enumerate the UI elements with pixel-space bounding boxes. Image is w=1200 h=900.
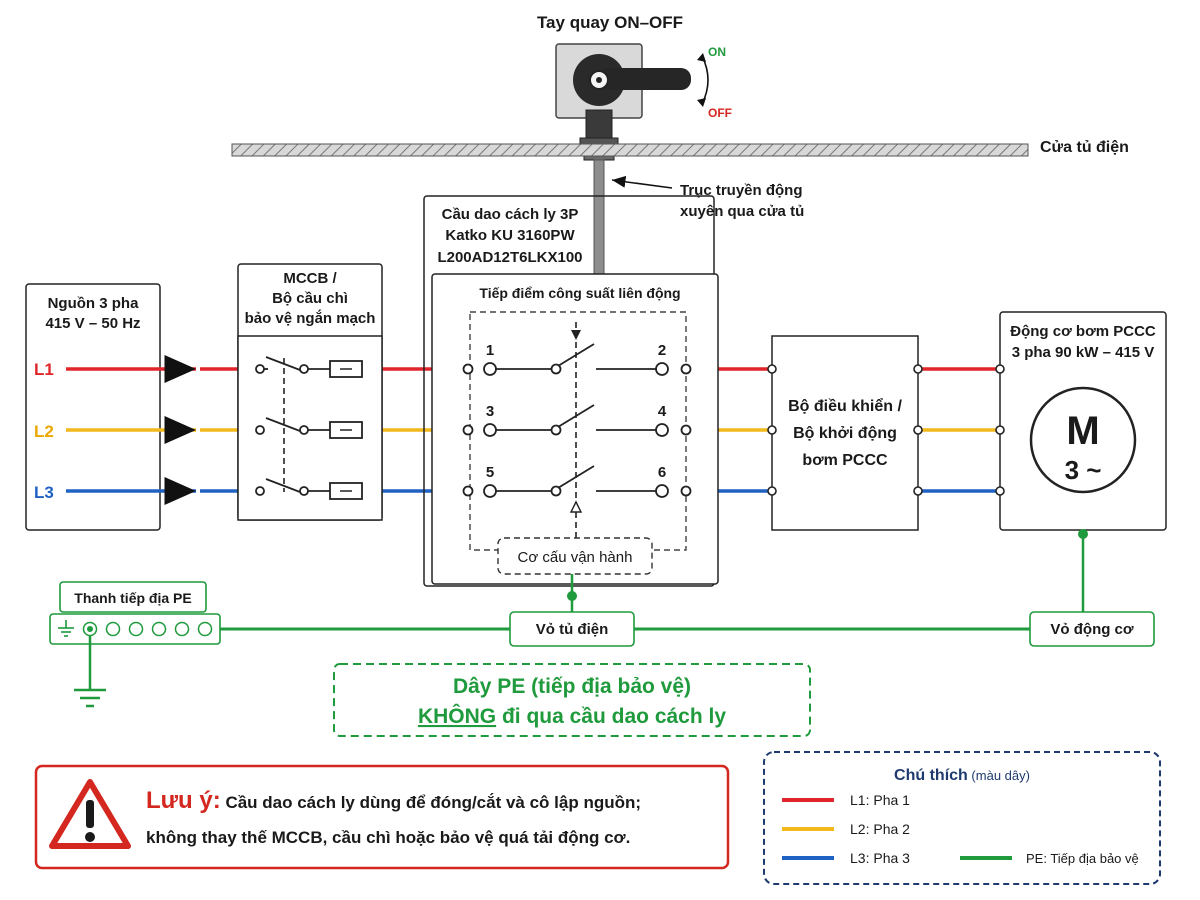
warning-title: Lưu ý: xyxy=(146,787,221,814)
pe-note-line2: KHÔNG đi qua cầu dao cách ly xyxy=(418,704,726,728)
shaft-callout-arrow xyxy=(611,175,673,189)
legend-title: Chú thích (màu dây) xyxy=(894,767,1030,784)
phase-l3-label: L3 xyxy=(34,483,54,502)
motor-phase: 3 ~ xyxy=(1065,455,1102,485)
enclosure-label: Vỏ tủ điện xyxy=(536,621,609,638)
controller-line1: Bộ điều khiển / xyxy=(788,397,902,415)
mccb-line1: MCCB / xyxy=(283,270,337,287)
pe-note-emphasis: KHÔNG xyxy=(418,704,496,728)
legend-item-pe: PE: Tiếp địa bảo vệ xyxy=(1026,851,1139,866)
handle-off-label: OFF xyxy=(708,106,732,120)
phase-l2-label: L2 xyxy=(34,422,54,441)
drive-shaft xyxy=(593,159,605,275)
motor-line2: 3 pha 90 kW – 415 V xyxy=(1012,344,1155,361)
earth-bar-label: Thanh tiếp địa PE xyxy=(74,590,191,606)
mccb-fuse-block: MCCB / Bộ cầu chì bảo vệ ngắn mạch xyxy=(237,263,383,521)
legend-title-main: Chú thích xyxy=(894,767,968,784)
isolator-line2: Katko KU 3160PW xyxy=(445,227,575,244)
legend-item-l1: L1: Pha 1 xyxy=(850,792,910,808)
warning-box: Lưu ý: Cầu dao cách ly dùng để đóng/cắt … xyxy=(34,764,730,870)
door-label: Cửa tủ điện xyxy=(1040,139,1129,156)
isolator-line1: Cầu dao cách ly 3P xyxy=(442,206,579,223)
handle-lever xyxy=(599,68,691,90)
legend: Chú thích (màu dây) L1: Pha 1 L2: Pha 2 … xyxy=(763,751,1161,885)
shaft-label-line1: Trục truyền động xyxy=(680,182,803,199)
rotation-arrow-icon xyxy=(701,55,709,105)
legend-item-l2: L2: Pha 2 xyxy=(850,821,910,837)
operating-mechanism xyxy=(497,537,653,575)
warning-triangle-icon xyxy=(49,779,131,849)
motor-frame-label: Vỏ động cơ xyxy=(1050,621,1133,638)
controller-line3: bơm PCCC xyxy=(802,452,888,469)
terminal-2: 2 xyxy=(658,342,666,359)
phase-l1-label: L1 xyxy=(34,360,54,379)
motor-frame-box xyxy=(1029,611,1155,647)
warning-line2: không thay thế MCCB, cầu chì hoặc bảo vệ… xyxy=(146,828,630,847)
warning-text-1: Cầu dao cách ly dùng để đóng/cắt và cô l… xyxy=(221,793,641,812)
terminal-6: 6 xyxy=(658,464,666,481)
pe-note: Dây PE (tiếp địa bảo vệ) KHÔNG đi qua cầ… xyxy=(333,663,811,737)
terminal-1: 1 xyxy=(486,342,494,359)
legend-title-sub: (màu dây) xyxy=(968,768,1030,783)
source-line2: 415 V – 50 Hz xyxy=(45,315,140,332)
handle-on-label: ON xyxy=(708,45,726,59)
isolator-switch: Cầu dao cách ly 3P Katko KU 3160PW L200A… xyxy=(423,195,719,587)
pe-earthing: Thanh tiếp địa PE Vỏ tủ điện Vỏ động cơ xyxy=(49,529,1155,708)
pe-note-line1: Dây PE (tiếp địa bảo vệ) xyxy=(453,675,691,698)
shaft-label-line2: xuyên qua cửa tủ xyxy=(680,203,804,220)
ground-icon xyxy=(74,688,106,708)
earth-icon-small xyxy=(58,620,74,637)
terminal-5: 5 xyxy=(486,464,494,481)
controller-box: Bộ điều khiển / Bộ khởi động bơm PCCC xyxy=(767,335,923,531)
rotary-handle: Tay quay ON–OFF ON OFF xyxy=(537,13,732,161)
motor-symbol-icon xyxy=(1029,386,1137,494)
mechanism-label: Cơ cấu vận hành xyxy=(518,549,633,566)
terminal-3: 3 xyxy=(486,403,494,420)
mccb-line2: Bộ cầu chì xyxy=(272,290,348,307)
motor-symbol: M xyxy=(1066,409,1099,453)
terminal-4: 4 xyxy=(658,403,667,420)
handle-title: Tay quay ON–OFF xyxy=(537,13,683,32)
isolator-line3: L200AD12T6LKX100 xyxy=(437,249,582,266)
source-line1: Nguồn 3 pha xyxy=(48,295,139,312)
pe-note-line2-rest: đi qua cầu dao cách ly xyxy=(496,705,726,728)
legend-item-l3: L3: Pha 3 xyxy=(850,850,910,866)
mccb-line3: bảo vệ ngắn mạch xyxy=(245,309,376,327)
pump-motor: Động cơ bơm PCCC 3 pha 90 kW – 415 V M 3… xyxy=(995,311,1167,531)
panel-door xyxy=(231,143,1029,157)
controller-line2: Bộ khởi động xyxy=(793,425,897,442)
motor-line1: Động cơ bơm PCCC xyxy=(1010,323,1156,340)
power-source: Nguồn 3 pha 415 V – 50 Hz L1 L2 L3 xyxy=(25,283,161,531)
enclosure-box xyxy=(509,611,635,647)
warning-line1: Lưu ý: Cầu dao cách ly dùng để đóng/cắt … xyxy=(146,787,641,814)
contacts-title: Tiếp điểm công suất liên động xyxy=(479,285,680,301)
